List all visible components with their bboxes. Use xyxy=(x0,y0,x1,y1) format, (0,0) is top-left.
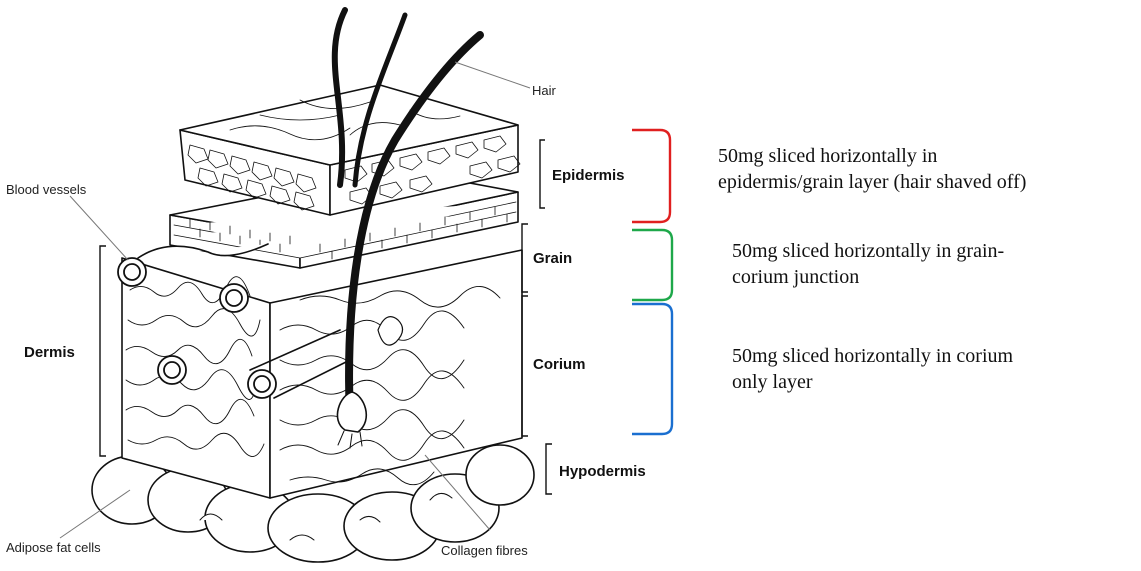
corium-note: 50mg sliced horizontally in corium only … xyxy=(732,343,1013,395)
epidermis-note: 50mg sliced horizontally in epidermis/gr… xyxy=(718,143,1026,195)
corium-label: Corium xyxy=(533,357,586,372)
skin-block-illustration xyxy=(92,10,534,562)
collagen-fibres-label: Collagen fibres xyxy=(441,544,528,557)
epidermis-note-line1: 50mg sliced horizontally in xyxy=(718,143,1026,169)
adipose-fat-cells-label: Adipose fat cells xyxy=(6,541,101,554)
blood-vessels-label: Blood vessels xyxy=(6,183,86,196)
corium-note-line1: 50mg sliced horizontally in corium xyxy=(732,343,1013,369)
epidermis-label: Epidermis xyxy=(552,168,625,183)
epidermis-red-bracket xyxy=(632,130,670,222)
grain-note-line1: 50mg sliced horizontally in grain- xyxy=(732,238,1004,264)
epidermis-note-line2: epidermis/grain layer (hair shaved off) xyxy=(718,169,1026,195)
grain-note: 50mg sliced horizontally in grain- coriu… xyxy=(732,238,1004,290)
corium-blue-bracket xyxy=(632,304,672,434)
hair-label: Hair xyxy=(532,84,556,97)
grain-green-bracket xyxy=(632,230,672,300)
grain-label: Grain xyxy=(533,251,572,266)
hypodermis-label: Hypodermis xyxy=(559,464,646,479)
corium-note-line2: only layer xyxy=(732,369,1013,395)
dermis-label: Dermis xyxy=(24,345,75,360)
grain-note-line2: corium junction xyxy=(732,264,1004,290)
